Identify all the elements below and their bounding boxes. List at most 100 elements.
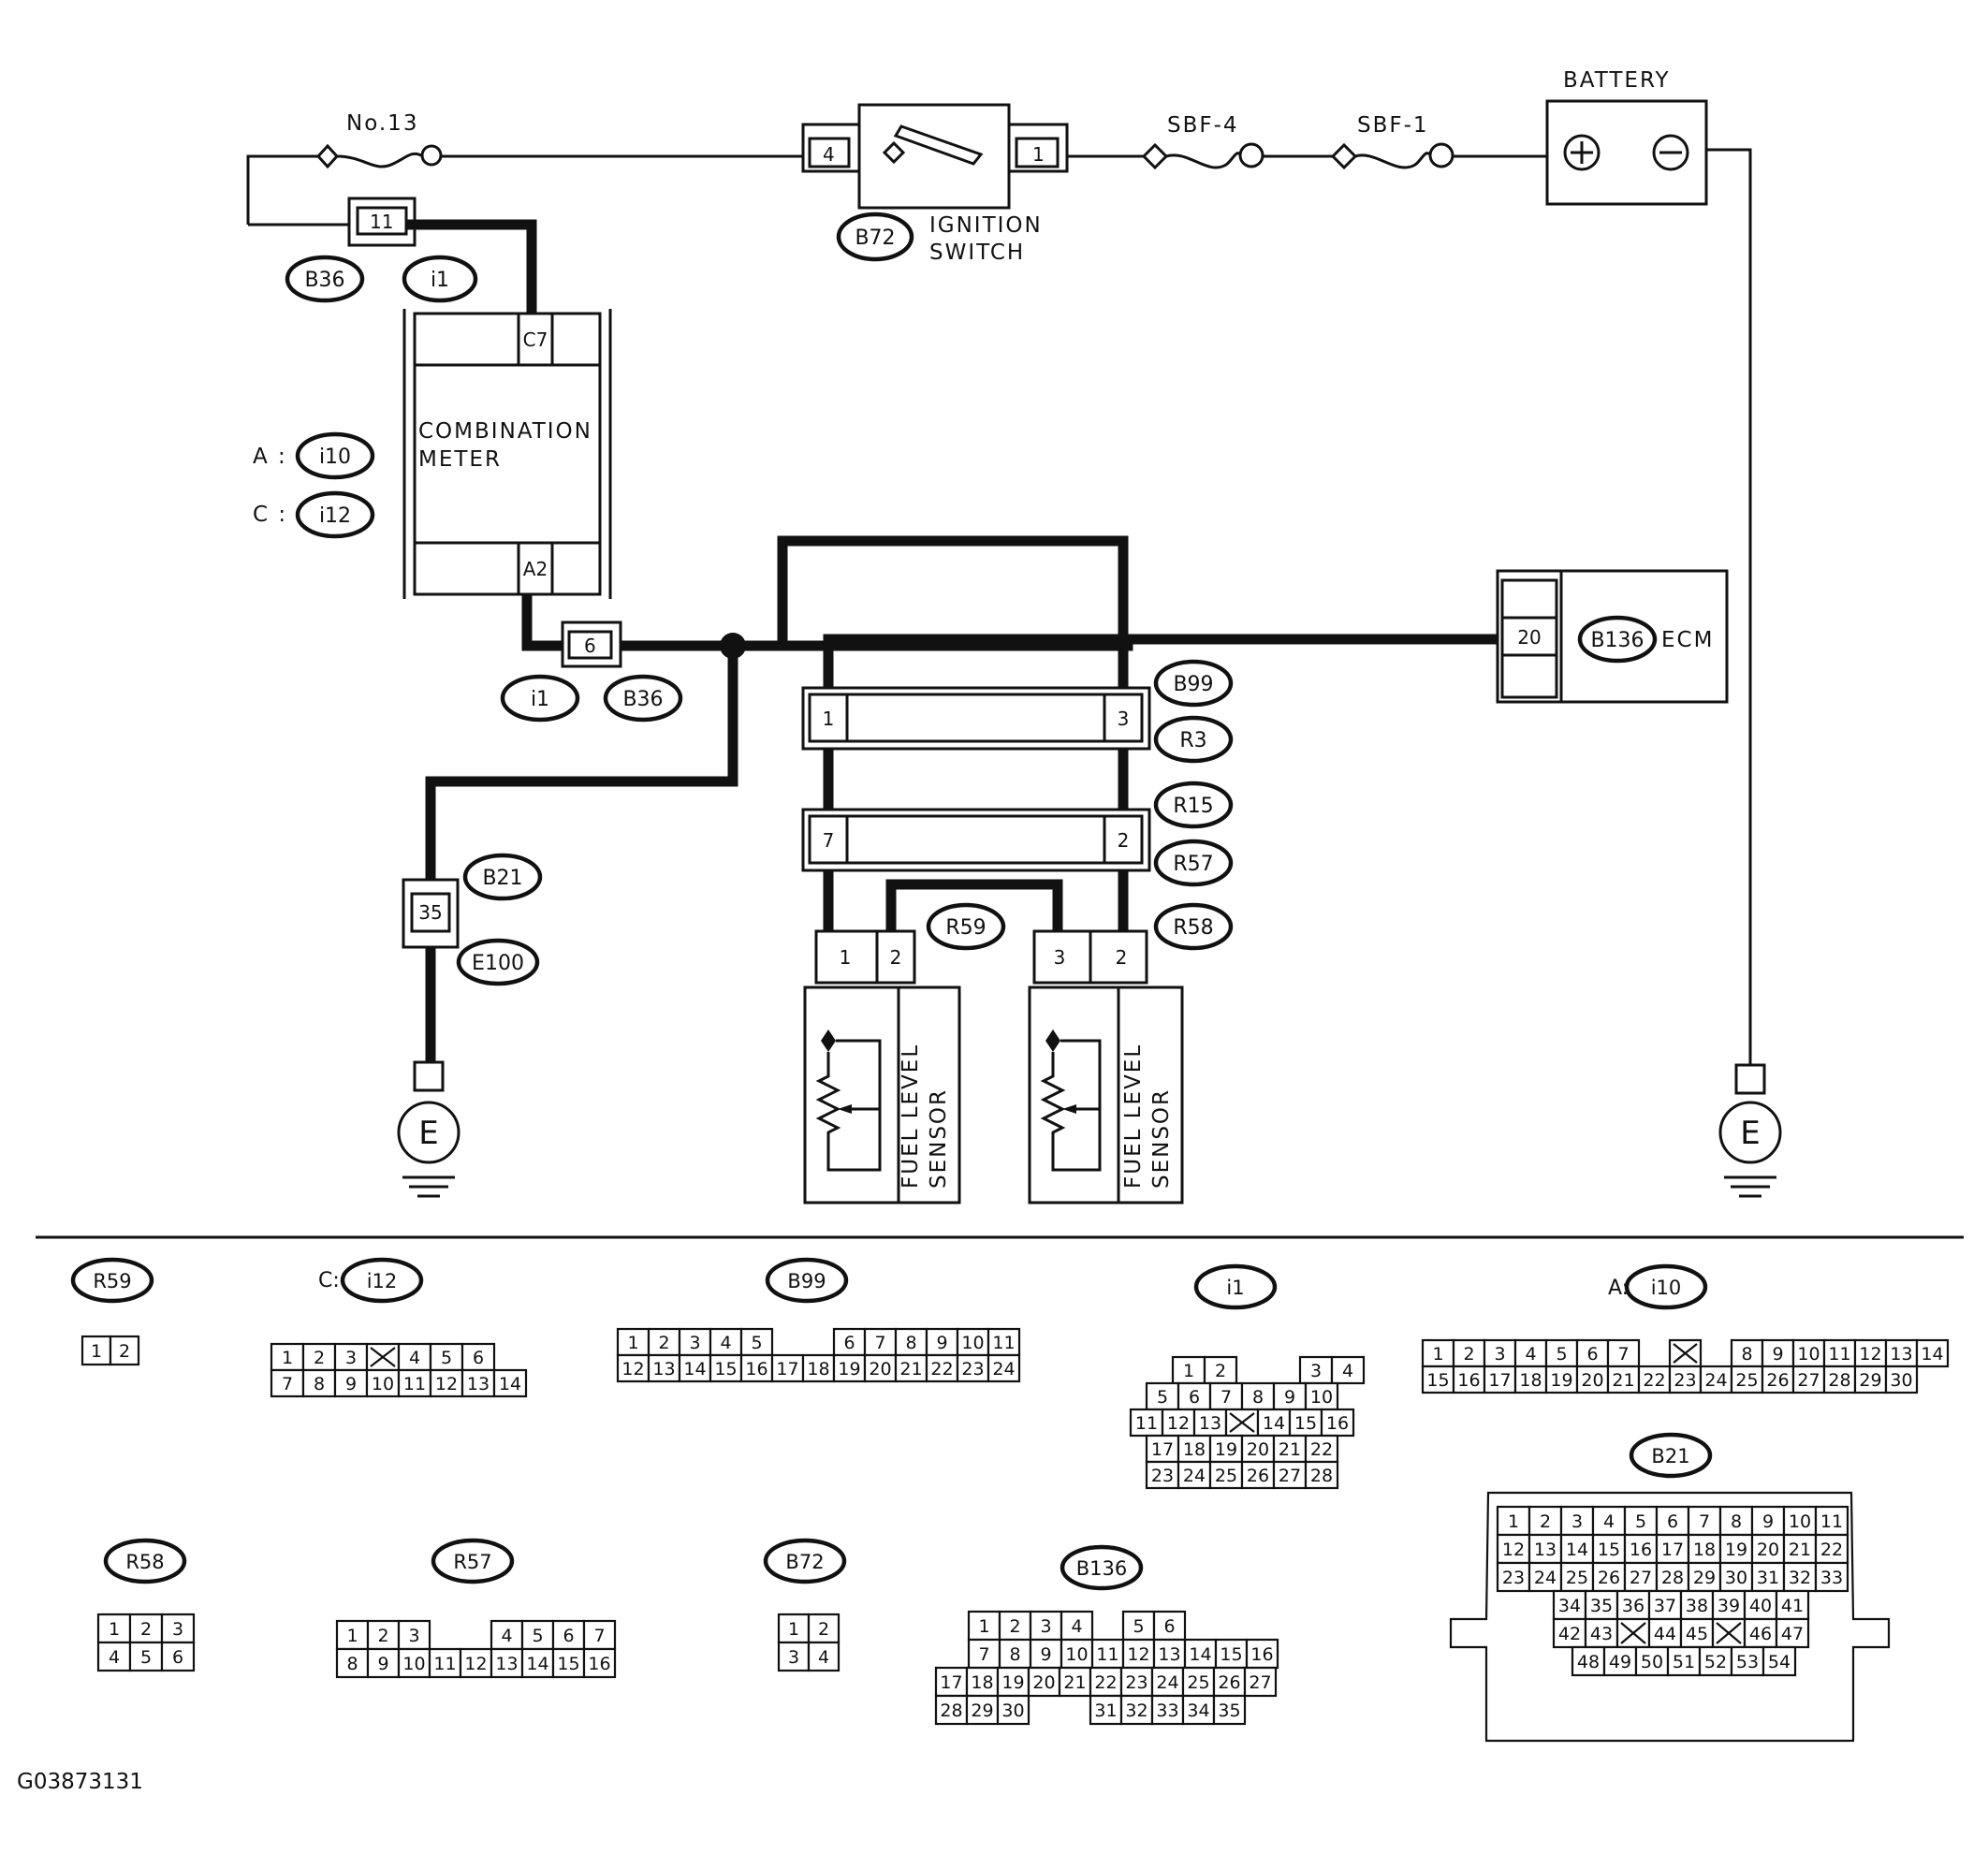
legend-r58-pin: 2 bbox=[140, 1619, 152, 1640]
legend-b136-cell bbox=[996, 1666, 1031, 1698]
legend-i1-pin: 19 bbox=[1215, 1439, 1237, 1460]
ignition-connector-oval bbox=[836, 212, 914, 262]
label-i12: i12 bbox=[319, 504, 351, 528]
meter-label-line2: METER bbox=[418, 447, 502, 472]
legend-b136-pin: 34 bbox=[1187, 1701, 1209, 1721]
oval-i10 bbox=[295, 431, 375, 480]
legend-i10-pin: 2 bbox=[1463, 1344, 1474, 1365]
legend-r58-pin: 5 bbox=[140, 1647, 152, 1668]
pin-6-label: 6 bbox=[584, 635, 596, 657]
legend-i10-pin: 10 bbox=[1797, 1344, 1820, 1365]
legend-b136-pin: 33 bbox=[1156, 1701, 1178, 1721]
legend-i12-cell bbox=[365, 1368, 401, 1398]
legend-b21-pin: 33 bbox=[1820, 1568, 1843, 1588]
legend-i12-cell bbox=[301, 1342, 337, 1372]
legend-b136-pin: 10 bbox=[1065, 1644, 1088, 1665]
legend-b21-pin: 28 bbox=[1661, 1568, 1684, 1588]
legend-i1-pin: 24 bbox=[1183, 1466, 1206, 1486]
label-b36-top: B36 bbox=[304, 269, 344, 292]
legend-i10-pin: 13 bbox=[1890, 1344, 1912, 1365]
legend-b21-pin: 12 bbox=[1502, 1540, 1525, 1560]
legend-r59-code: R59 bbox=[93, 1270, 131, 1292]
legend-b72-pin: 2 bbox=[818, 1619, 829, 1640]
ignition-pin-in: 4 bbox=[823, 143, 835, 166]
legend-b21-pin: 14 bbox=[1566, 1540, 1588, 1560]
legend-r57-pin: 13 bbox=[495, 1654, 518, 1674]
legend-r57-pin: 7 bbox=[593, 1626, 605, 1646]
legend-b99-pin: 7 bbox=[874, 1333, 885, 1353]
legend-i10-cell bbox=[1575, 1365, 1610, 1394]
legend-i10-pin: 4 bbox=[1525, 1344, 1536, 1365]
legend-b99-pin: 23 bbox=[961, 1359, 984, 1380]
connector-b21-e100: 35 bbox=[402, 878, 460, 949]
legend-b136-cell bbox=[1243, 1666, 1278, 1698]
legend-b136-cell bbox=[1089, 1666, 1123, 1698]
legend-r57-pin: 15 bbox=[557, 1654, 579, 1674]
legend-b21-pin: 23 bbox=[1502, 1568, 1525, 1588]
oval-i1-top bbox=[402, 255, 478, 303]
label-b36-bottom: B36 bbox=[622, 688, 663, 711]
legend-b99-pin: 14 bbox=[683, 1359, 706, 1380]
r58-pin2: 2 bbox=[1116, 946, 1128, 969]
legend-i1-pin: 10 bbox=[1310, 1387, 1333, 1408]
legend-i12-cell bbox=[429, 1342, 464, 1372]
legend-b21-cell bbox=[1559, 1561, 1595, 1593]
legend-b99-cell bbox=[863, 1353, 898, 1383]
legend-b136-pin: 30 bbox=[1001, 1701, 1024, 1721]
legend-r57-pin: 2 bbox=[377, 1626, 388, 1646]
legend-b136-cell bbox=[1119, 1694, 1154, 1726]
legend-i10-prefix: A: bbox=[1608, 1277, 1629, 1300]
legend-i1-pin: 25 bbox=[1215, 1466, 1237, 1486]
legend-i10-pin: 16 bbox=[1457, 1370, 1480, 1391]
legend-r59-oval bbox=[70, 1257, 154, 1304]
legend-i12-pin: 5 bbox=[441, 1348, 452, 1368]
legend-b21-pin: 15 bbox=[1598, 1540, 1620, 1560]
legend-i1-code: i1 bbox=[1226, 1277, 1244, 1299]
legend-i1-pin: 13 bbox=[1199, 1413, 1221, 1434]
legend-r57-pin: 16 bbox=[588, 1654, 610, 1674]
legend-r57-code: R57 bbox=[453, 1551, 491, 1573]
legend-b136-pin: 5 bbox=[1133, 1616, 1144, 1637]
legend-b136-pin: 28 bbox=[940, 1701, 962, 1721]
legend-b136-cell bbox=[934, 1666, 969, 1698]
meter-label-line1: COMBINATION bbox=[418, 419, 592, 444]
legend-b21-pin: 42 bbox=[1558, 1624, 1581, 1644]
oval-r15 bbox=[1153, 781, 1234, 829]
legend-i10-pin: 19 bbox=[1550, 1370, 1572, 1391]
legend-i10-cell bbox=[1544, 1365, 1579, 1394]
legend-i12-pin: 10 bbox=[372, 1374, 394, 1394]
legend-b21-cell bbox=[1750, 1533, 1786, 1565]
legend-b136-pin: 4 bbox=[1071, 1616, 1082, 1637]
label-b136: B136 bbox=[1590, 629, 1644, 652]
legend-b136-cell bbox=[1089, 1694, 1123, 1726]
legend-b136-pin: 32 bbox=[1125, 1701, 1147, 1721]
legend-b99-pin: 15 bbox=[714, 1359, 737, 1380]
legend-b136-pin: 1 bbox=[978, 1616, 989, 1637]
legend-i10-pin: 20 bbox=[1581, 1370, 1603, 1391]
legend-i10-cell bbox=[1915, 1338, 1950, 1368]
legend-i1-pin: 27 bbox=[1279, 1466, 1301, 1486]
legend-i10-pin: 25 bbox=[1735, 1370, 1758, 1391]
legend-b21-pin: 1 bbox=[1508, 1511, 1519, 1532]
legend-i10-pin: 23 bbox=[1674, 1370, 1696, 1391]
legend-b136-pin: 21 bbox=[1063, 1672, 1086, 1693]
legend-b99-cell bbox=[616, 1327, 650, 1357]
legend-r58-cell bbox=[160, 1613, 196, 1644]
legend-b21-pin: 53 bbox=[1736, 1652, 1759, 1672]
legend-b99-cell bbox=[987, 1327, 1021, 1357]
legend-i1-cell bbox=[1330, 1355, 1366, 1385]
legend-b99-pin: 3 bbox=[689, 1333, 700, 1353]
legend-r57-cell bbox=[551, 1647, 586, 1679]
legend-b21-pin: 51 bbox=[1673, 1652, 1695, 1672]
legend-b21-pin: 50 bbox=[1641, 1652, 1663, 1672]
legend-r58-cell bbox=[160, 1641, 196, 1672]
legend-b99-pin: 2 bbox=[658, 1333, 669, 1353]
legend-i10-pin: 11 bbox=[1828, 1344, 1850, 1365]
legend-b21-cell bbox=[1750, 1505, 1786, 1537]
legend-b21-cell bbox=[1679, 1589, 1715, 1621]
legend-i10-pin: 3 bbox=[1494, 1344, 1505, 1365]
